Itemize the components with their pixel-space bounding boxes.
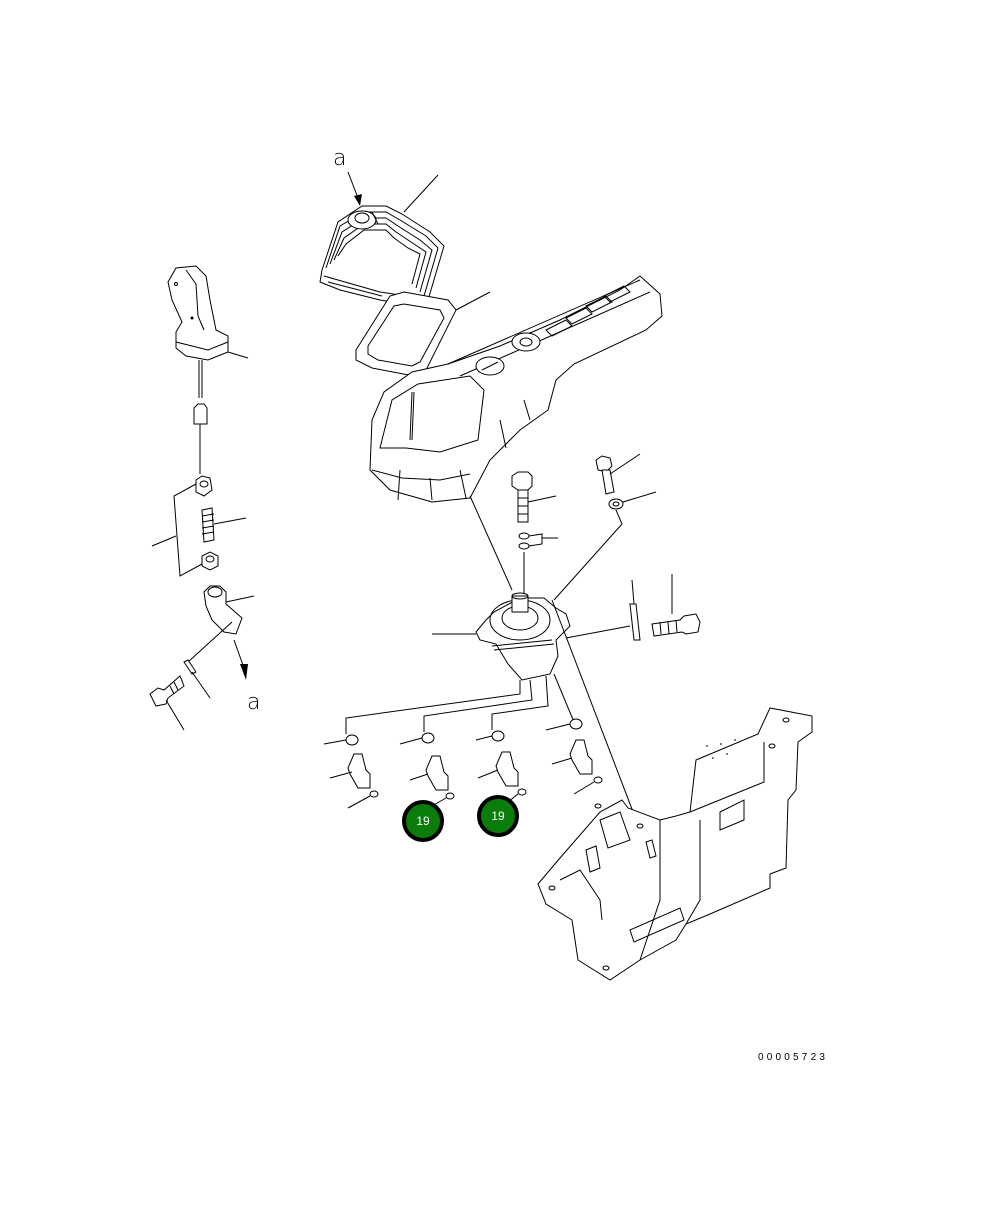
rubber-boot-drawing [319, 174, 445, 307]
pilot-valve-drawing [345, 495, 641, 831]
view-label-a-bottom: a [247, 690, 261, 715]
view-label-a-top: a [333, 146, 347, 171]
adjuster-group-drawing [151, 475, 247, 577]
drawing-number: 00005723 [758, 1052, 829, 1063]
part-callout-19-right[interactable]: 19 [477, 795, 519, 837]
part-callout-19-left[interactable]: 19 [402, 800, 444, 842]
pin-bolt-drawing [629, 574, 701, 641]
boot-plate-drawing [355, 291, 491, 377]
lever-joint-drawing [149, 585, 255, 731]
mounting-bracket-drawing [537, 707, 813, 981]
callout-number: 19 [416, 814, 430, 828]
console-cover-drawing [369, 275, 663, 503]
fittings-row-drawing [323, 718, 603, 809]
callout-number: 19 [491, 809, 505, 823]
lever-grip-drawing [167, 265, 249, 474]
bolts-drawing [511, 453, 657, 601]
